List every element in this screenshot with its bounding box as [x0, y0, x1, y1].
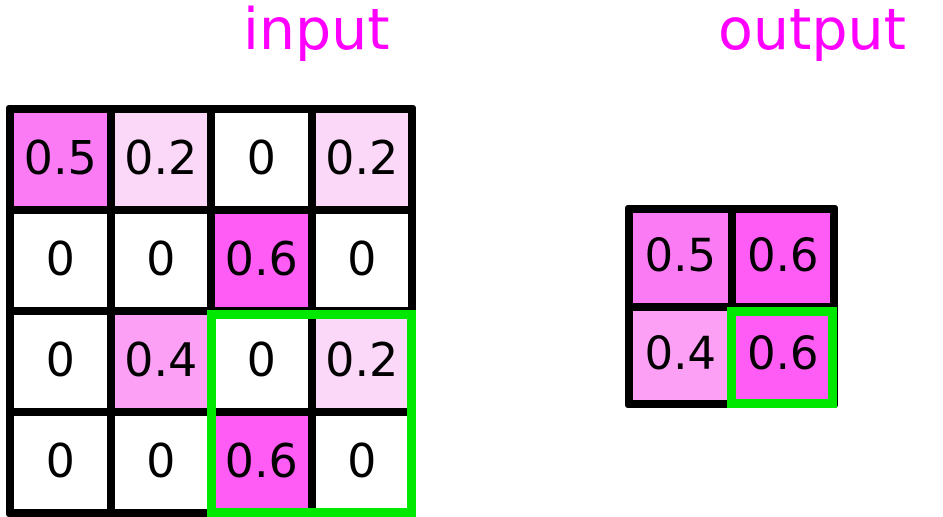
input-cell-value: 0 [246, 130, 276, 185]
input-cell-value: 0.5 [23, 130, 97, 185]
input-cell-r1-c2: 0.6 [215, 214, 308, 307]
output-panel-title: output [718, 0, 907, 63]
input-cell-r3-c0: 0 [14, 416, 107, 509]
input-cell-r0-c1: 0.2 [114, 113, 207, 206]
input-cell-r0-c3: 0.2 [315, 113, 408, 206]
input-cell-value: 0.6 [224, 231, 298, 286]
input-cell-value: 0 [347, 433, 377, 488]
input-cell-r3-c2: 0.6 [215, 416, 308, 509]
output-cell-value: 0.4 [644, 326, 717, 380]
input-cell-value: 0 [45, 332, 75, 387]
output-matrix-grid: 0.5 0.6 0.4 0.6 [625, 205, 838, 408]
output-cell-r1-c1: 0.6 [735, 310, 830, 400]
output-cell-r0-c0: 0.5 [633, 213, 728, 303]
input-cell-r3-c3: 0 [315, 416, 408, 509]
output-cell-r1-c0: 0.4 [633, 310, 728, 400]
input-cell-value: 0 [146, 231, 176, 286]
input-cell-value: 0.2 [325, 130, 399, 185]
input-cell-value: 0 [146, 433, 176, 488]
input-matrix-grid: 0.5 0.2 0 0.2 0 0 0.6 0 0 0.4 0 0.2 0 0 0.6 0 [6, 105, 416, 517]
output-cell-value: 0.6 [746, 229, 819, 283]
input-cell-r2-c1: 0.4 [114, 315, 207, 408]
input-panel-title: input [243, 0, 390, 63]
input-cell-value: 0.2 [325, 332, 399, 387]
input-cell-r0-c0: 0.5 [14, 113, 107, 206]
input-cell-r1-c0: 0 [14, 214, 107, 307]
output-cell-value: 0.6 [746, 326, 819, 380]
input-cell-value: 0 [347, 231, 377, 286]
input-cell-r0-c2: 0 [215, 113, 308, 206]
input-cell-value: 0 [246, 332, 276, 387]
input-cell-value: 0.6 [224, 433, 298, 488]
input-cell-r3-c1: 0 [114, 416, 207, 509]
input-cell-r1-c3: 0 [315, 214, 408, 307]
input-cell-value: 0 [45, 433, 75, 488]
input-cell-value: 0.4 [124, 332, 198, 387]
input-cell-value: 0 [45, 231, 75, 286]
output-cell-value: 0.5 [644, 229, 717, 283]
input-cell-r2-c2: 0 [215, 315, 308, 408]
input-cell-r2-c0: 0 [14, 315, 107, 408]
input-cell-r2-c3: 0.2 [315, 315, 408, 408]
input-cell-r1-c1: 0 [114, 214, 207, 307]
input-cell-value: 0.2 [124, 130, 198, 185]
output-cell-r0-c1: 0.6 [735, 213, 830, 303]
